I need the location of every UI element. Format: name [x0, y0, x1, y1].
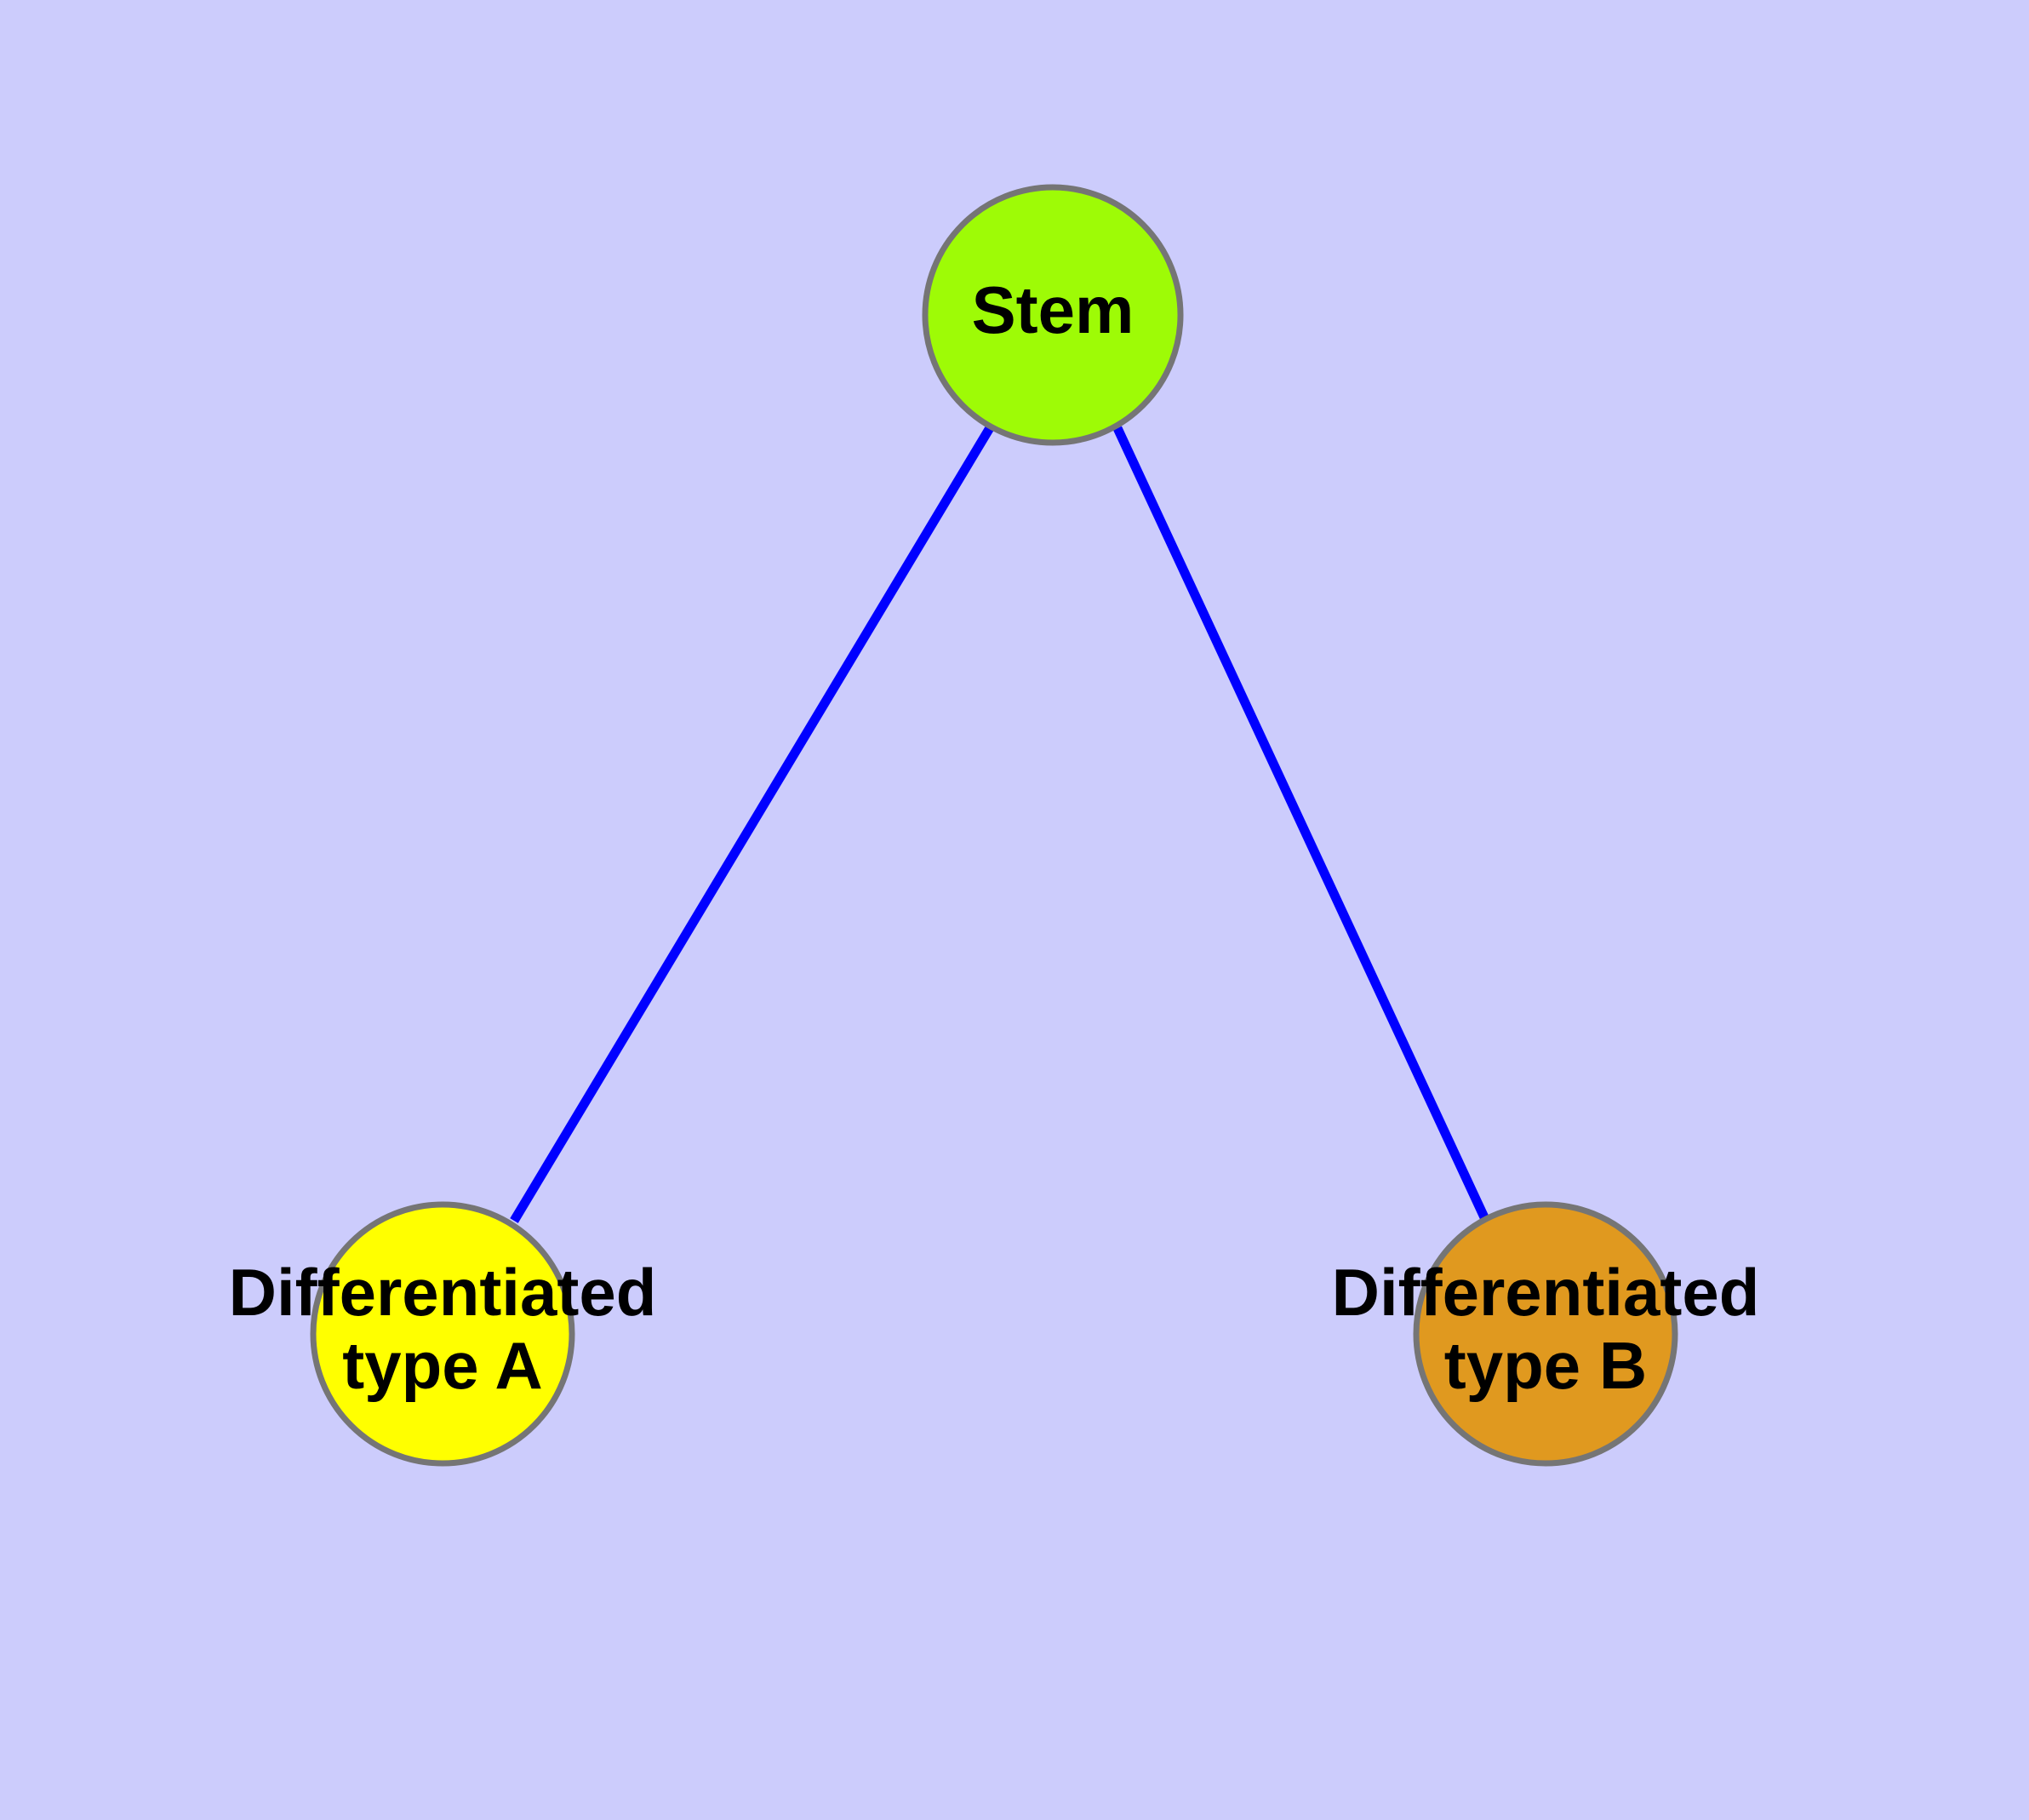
node-label-stem: Stem — [972, 272, 1135, 347]
node-label-line: Stem — [972, 272, 1135, 347]
edges-group — [510, 424, 1489, 1223]
edge-stem-to-diff-a[interactable] — [510, 424, 995, 1223]
node-label-line: Differentiated — [229, 1255, 657, 1330]
node-label-line: Differentiated — [1332, 1255, 1760, 1330]
node-label-line: type B — [1444, 1328, 1647, 1403]
node-circle-diff-b[interactable] — [1413, 1201, 1678, 1467]
edge-stem-to-diff-b[interactable] — [1113, 426, 1489, 1220]
node-label-line: type A — [342, 1328, 543, 1403]
node-circle-stem[interactable] — [922, 184, 1184, 446]
node-circle-diff-a[interactable] — [310, 1201, 575, 1467]
